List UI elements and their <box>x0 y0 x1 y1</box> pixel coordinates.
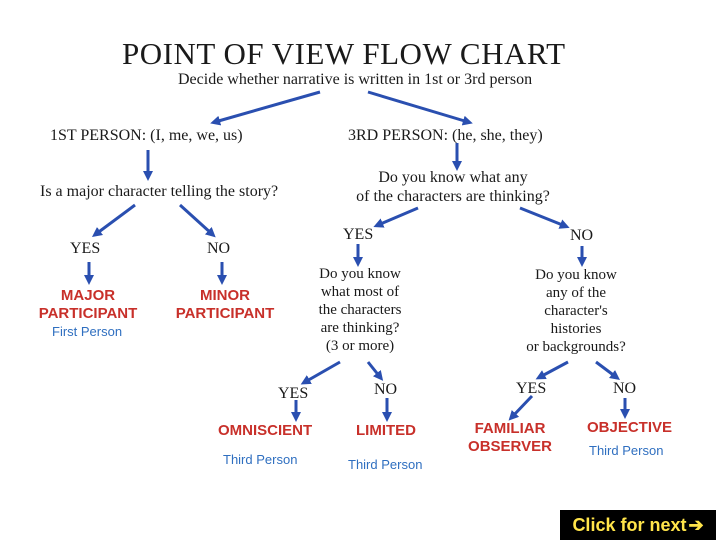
arrow-familiar <box>508 394 534 421</box>
page-subtitle: Decide whether narrative is written in 1… <box>178 71 533 88</box>
next-button-label: Click for next <box>572 514 687 535</box>
first-person-question: Is a major character telling the story? <box>40 183 279 200</box>
omniscient-label: OMNISCIENT <box>218 422 313 439</box>
next-slide-button[interactable]: Click for next ➔ <box>560 510 716 540</box>
arrow-third-no <box>519 206 570 229</box>
objective-note: Third Person <box>589 443 664 458</box>
limited-label: LIMITED <box>356 422 416 439</box>
first-yes-label: YES <box>70 240 101 257</box>
third-yes-label: YES <box>343 226 374 243</box>
most-no-label: NO <box>374 381 398 398</box>
most-characters-question: Do you know what most of the characters … <box>318 266 402 354</box>
third-person-label: 3RD PERSON: (he, she, they) <box>348 127 543 144</box>
omniscient-note: Third Person <box>223 452 298 467</box>
hist-no-label: NO <box>613 380 637 397</box>
arrow-hist-yes <box>535 360 569 380</box>
arrow-right-icon: ➔ <box>688 514 704 535</box>
arrow-to-third-person <box>367 90 473 126</box>
first-person-label: 1ST PERSON: (I, me, we, us) <box>50 127 243 144</box>
objective-label: OBJECTIVE <box>587 419 673 436</box>
hist-yes-label: YES <box>516 380 547 397</box>
arrow-most-yes <box>300 360 341 385</box>
arrow-first-yes <box>91 203 136 237</box>
page-title: POINT OF VIEW FLOW CHART <box>122 36 566 71</box>
first-person-note: First Person <box>52 324 123 339</box>
major-participant-label: MAJOR PARTICIPANT <box>38 287 138 322</box>
arrow-hist-no <box>595 360 620 380</box>
backgrounds-question: Do you know any of the character's histo… <box>526 267 626 355</box>
limited-note: Third Person <box>348 457 423 472</box>
first-no-label: NO <box>207 240 231 257</box>
arrow-to-first-person <box>210 90 321 126</box>
third-no-label: NO <box>570 227 594 244</box>
arrow-third-yes <box>373 206 419 228</box>
most-yes-label: YES <box>278 385 309 402</box>
arrow-most-no <box>366 361 384 381</box>
arrow-first-no <box>178 203 216 238</box>
minor-participant-label: MINOR PARTICIPANT <box>175 287 275 322</box>
familiar-observer-label: FAMILIAR OBSERVER <box>468 420 552 455</box>
third-person-question: Do you know what any of the characters a… <box>356 169 550 206</box>
